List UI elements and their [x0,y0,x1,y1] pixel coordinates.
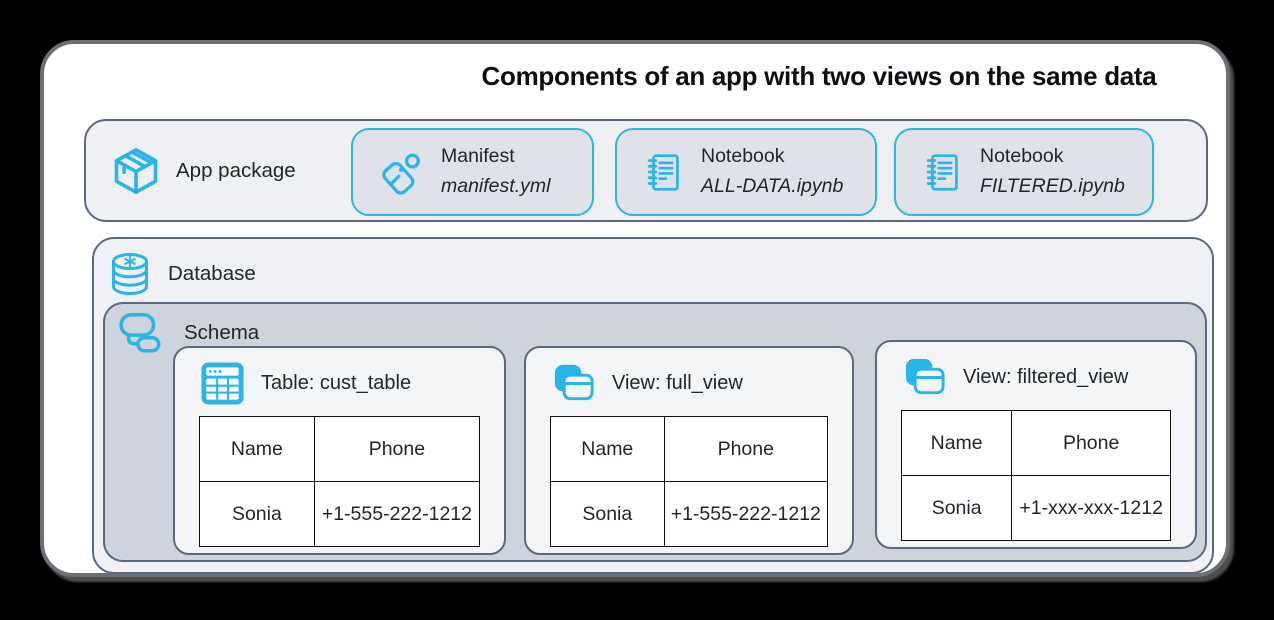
manifest-label: Manifest [441,145,515,168]
column-header-name: Name [199,416,315,482]
tag-icon [382,153,420,195]
cell-name: Sonia [900,475,1013,541]
notebook-chip-text: Notebook ALL-DATA.ipynb [701,142,843,202]
notebook-icon [926,154,958,191]
manifest-chip: Manifest manifest.yml [351,128,594,216]
cust-table-data: Name Phone Sonia +1-555-222-1212 [199,416,481,547]
table-header-row: Name Phone [550,416,829,482]
diagram-title: Components of an app with two views on t… [481,61,1157,91]
manifest-filename: manifest.yml [441,175,551,197]
object-card-header: View: full_view [550,358,828,408]
cell-phone: +1-555-222-1212 [663,481,829,547]
object-card-header: View: filtered_view [901,352,1171,402]
notebook-icon [647,154,679,191]
schema-label: Schema [184,321,260,344]
object-card-filtered-view: View: filtered_view Name Phone Sonia +1-… [875,340,1197,549]
notebook-chip-filtered: Notebook FILTERED.ipynb [894,128,1154,216]
column-header-phone: Phone [663,416,829,482]
column-header-phone: Phone [313,416,481,482]
database-icon [112,253,148,296]
notebook-filename: ALL-DATA.ipynb [701,175,844,197]
schema-icon [119,313,161,353]
object-card-header: Table: cust_table [199,358,480,408]
notebook-label: Notebook [980,145,1064,168]
object-card-cust-table: Table: cust_table Name Phone Sonia +1-55… [173,346,506,555]
table-icon [201,361,244,405]
object-card-full-view: View: full_view Name Phone Sonia +1-555-… [524,346,854,555]
table-header-row: Name Phone [900,410,1171,476]
app-package-panel: App package Manifest manifest.yml [84,119,1208,222]
notebook-label: Notebook [701,145,785,168]
database-label: Database [168,262,256,285]
column-header-name: Name [900,410,1013,476]
column-header-name: Name [550,416,665,482]
notebook-filename: FILTERED.ipynb [980,175,1125,197]
table-row: Sonia +1-xxx-xxx-1212 [900,475,1171,541]
object-title: Table: cust_table [261,371,412,394]
view-icon [554,364,594,400]
cell-phone: +1-xxx-xxx-1212 [1011,475,1171,541]
notebook-chip-text: Notebook FILTERED.ipynb [980,142,1125,202]
full-view-data: Name Phone Sonia +1-555-222-1212 [550,416,829,547]
object-title: View: filtered_view [963,365,1129,388]
schema-panel: Schema [103,302,1207,562]
cell-phone: +1-555-222-1212 [313,481,481,547]
cell-name: Sonia [199,481,315,547]
table-header-row: Name Phone [199,416,481,482]
app-package-header: App package [110,121,296,220]
table-row: Sonia +1-555-222-1212 [199,481,481,547]
view-icon [905,358,945,394]
manifest-chip-text: Manifest manifest.yml [441,142,550,202]
diagram-canvas: Components of an app with two views on t… [40,40,1230,577]
database-panel: Database Schema [92,237,1214,574]
table-row: Sonia +1-555-222-1212 [550,481,829,547]
app-package-label: App package [176,158,296,182]
cell-name: Sonia [550,481,665,547]
column-header-phone: Phone [1011,410,1171,476]
object-title: View: full_view [612,371,743,394]
notebook-chip-all-data: Notebook ALL-DATA.ipynb [615,128,877,216]
package-icon [114,147,158,194]
filtered-view-data: Name Phone Sonia +1-xxx-xxx-1212 [900,410,1171,541]
database-header: Database [106,249,256,299]
schema-header: Schema [116,310,259,356]
